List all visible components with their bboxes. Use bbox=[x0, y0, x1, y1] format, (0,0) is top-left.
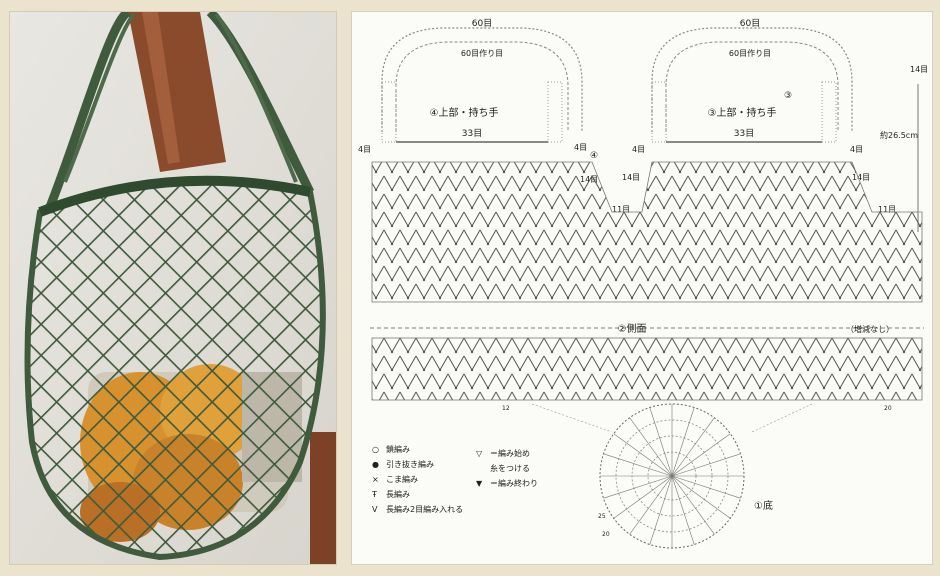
handle-right: 60目 60目作り目 ③上部・持ち手 33目 ③ 4目 14目 4目 14目 1… bbox=[622, 18, 928, 232]
bottom-circle: 25 20 bbox=[598, 403, 745, 549]
handle-right-outer-rows: 14目 bbox=[852, 173, 870, 182]
legend-label: 鎖編み bbox=[386, 444, 410, 454]
marker-four: ④ bbox=[590, 151, 598, 161]
handle-right-side-step: 14目 bbox=[622, 173, 640, 182]
legend-symbol: × bbox=[372, 475, 379, 484]
handle-left-base-count: 33目 bbox=[462, 128, 482, 139]
stitch-legend: ○ 鎖編み ● 引き抜き編み × こま編み Ŧ 長編み V 長編み2目編み入れる ▽ ＝編み始め糸をつ… bbox=[371, 444, 538, 514]
legend-label: こま編み bbox=[386, 474, 418, 484]
legend-symbol: ▽ bbox=[476, 449, 483, 458]
upper-mesh bbox=[371, 161, 923, 303]
crochet-chart: 60目 60目作り目 ④上部・持ち手 33目 4目 4目 ④ 14目 11目 6… bbox=[352, 12, 932, 564]
legend-symbol: Ŧ bbox=[371, 490, 377, 499]
side-row-b: 20 bbox=[884, 405, 892, 412]
legend-label: 糸をつける bbox=[490, 463, 530, 473]
bag-handle bbox=[43, 12, 315, 214]
handle-left-right-rows: 4目 bbox=[574, 143, 587, 152]
legend-label: ＝編み終わり bbox=[490, 478, 538, 488]
bag-height: 約26.5cm bbox=[880, 130, 918, 140]
bottom-row-25: 25 bbox=[598, 513, 606, 520]
handle-right-chain-label: 60目作り目 bbox=[729, 48, 771, 58]
legend-label: 長編み bbox=[386, 489, 410, 499]
bag-photo bbox=[10, 12, 336, 564]
side-section: ②側面 （増減なし） 12 20 bbox=[370, 322, 924, 433]
height-rows: 14目 bbox=[910, 65, 928, 74]
handle-right-right-rows: 4目 bbox=[850, 145, 863, 154]
handle-left-notch: 11目 bbox=[612, 205, 630, 214]
handle-right-top-count: 60目 bbox=[740, 18, 760, 29]
handle-right-base-count: 33目 bbox=[734, 128, 754, 139]
bag-photo-illustration bbox=[10, 12, 336, 564]
bag-net bbox=[24, 177, 326, 561]
handle-right-notch: 11目 bbox=[878, 205, 896, 214]
bottom-row-20: 20 bbox=[602, 531, 610, 538]
side-note: （増減なし） bbox=[846, 324, 894, 334]
legend-symbol: ● bbox=[372, 460, 379, 469]
handle-left-title: ④上部・持ち手 bbox=[430, 106, 499, 119]
handle-right-title: ③上部・持ち手 bbox=[708, 106, 777, 119]
legend-symbol: V bbox=[372, 505, 378, 514]
handle-left-chain-label: 60目作り目 bbox=[461, 48, 503, 58]
legend-label: 長編み2目編み入れる bbox=[386, 504, 463, 514]
crochet-chart-svg: 60目 60目作り目 ④上部・持ち手 33目 4目 4目 ④ 14目 11目 6… bbox=[358, 18, 928, 549]
handle-left-left-rows: 4目 bbox=[358, 145, 371, 154]
side-row-a: 12 bbox=[502, 405, 510, 412]
legend-symbol: ▼ bbox=[476, 479, 483, 488]
marker-three: ③ bbox=[784, 91, 792, 101]
side-title: ②側面 bbox=[618, 322, 647, 335]
handle-left-top-count: 60目 bbox=[472, 18, 492, 29]
legend-symbol: ○ bbox=[372, 445, 379, 454]
chair-back bbox=[128, 12, 336, 564]
legend-label: ＝編み始め bbox=[490, 448, 530, 458]
legend-label: 引き抜き編み bbox=[386, 459, 434, 469]
bottom-title: ①底 bbox=[754, 499, 773, 512]
handle-right-left-rows: 4目 bbox=[632, 145, 645, 154]
